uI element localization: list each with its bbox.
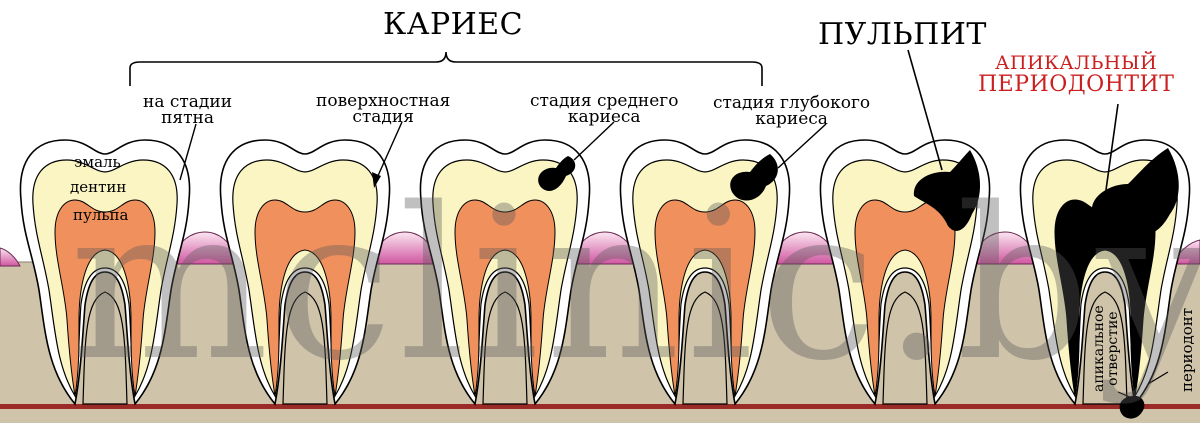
stage-label-superficial: поверхностная стадия bbox=[316, 91, 451, 127]
leader-stage-1 bbox=[179, 123, 197, 181]
root-bone bbox=[682, 291, 728, 405]
pulpitis-title: ПУЛЬПИТ bbox=[818, 17, 987, 52]
decay-deep bbox=[730, 154, 778, 201]
pulp-layer bbox=[654, 199, 756, 397]
stage-label-superficial-line-1: поверхностная bbox=[316, 91, 451, 111]
stage-label-spot: на стадии пятна bbox=[143, 92, 233, 128]
leader-periodontium bbox=[1147, 371, 1169, 385]
root-bone bbox=[482, 291, 528, 405]
gum-left-edge bbox=[0, 247, 21, 267]
leader-stage-3 bbox=[573, 121, 615, 161]
dentin-label: дентин bbox=[70, 178, 127, 196]
base-line bbox=[0, 404, 1200, 409]
decay-periodontitis bbox=[1091, 148, 1179, 235]
root-bone bbox=[82, 291, 128, 405]
root-bone bbox=[282, 291, 328, 405]
pulp-layer bbox=[54, 199, 156, 397]
jaw-bone bbox=[0, 262, 1200, 423]
tooth-medium bbox=[419, 139, 591, 406]
root-bone bbox=[1082, 291, 1128, 405]
stage-label-deep-line-2: кариеса bbox=[755, 109, 828, 129]
apical-opening-label-line-1: апикальное bbox=[1091, 305, 1107, 392]
stage-label-medium-line-1: стадия среднего bbox=[530, 91, 679, 111]
stage-label-spot-line-1: на стадии bbox=[143, 92, 233, 112]
decay-pulpitis bbox=[913, 150, 981, 231]
pulp-label: пульпа bbox=[73, 206, 129, 224]
caries-bracket bbox=[129, 51, 763, 86]
watermark-text: mclinic.by bbox=[70, 162, 1200, 407]
caries-title: КАРИЕС bbox=[383, 7, 524, 42]
teeth-row bbox=[19, 139, 1191, 419]
leader-periodontitis bbox=[1105, 103, 1119, 191]
leader-stage-4 bbox=[777, 123, 827, 169]
pulp-layer bbox=[854, 199, 956, 397]
apical-opening-label: апикальное отверстие bbox=[1091, 305, 1121, 392]
tooth-superficial bbox=[219, 139, 391, 406]
tooth-deep bbox=[619, 139, 791, 406]
stage-label-deep: стадия глубокого кариеса bbox=[713, 93, 871, 129]
root-bone bbox=[882, 291, 928, 405]
pulp-layer bbox=[254, 199, 356, 397]
periodontitis-title: АПИКАЛЬНЫЙ ПЕРИОДОНТИТ bbox=[978, 52, 1174, 96]
periodontitis-title-line-2: ПЕРИОДОНТИТ bbox=[978, 72, 1175, 97]
stage-label-deep-line-1: стадия глубокого bbox=[713, 93, 871, 113]
leader-pulpitis bbox=[907, 49, 943, 171]
stage-label-spot-line-2: пятна bbox=[161, 108, 214, 128]
apical-opening-label-line-2: отверстие bbox=[1105, 311, 1121, 386]
decay-superficial bbox=[372, 172, 381, 188]
enamel-label: эмаль bbox=[74, 153, 121, 171]
stage-label-medium: стадия среднего кариеса bbox=[530, 91, 679, 127]
stage-label-superficial-line-2: стадия bbox=[352, 107, 414, 127]
tooth-spot bbox=[19, 139, 191, 406]
decay-medium bbox=[538, 156, 576, 191]
leader-apical-opening bbox=[1117, 391, 1133, 399]
apical-lesion bbox=[1119, 395, 1145, 419]
stage-label-medium-line-2: кариеса bbox=[567, 107, 641, 127]
pulp-layer bbox=[454, 199, 556, 397]
leader-stage-2 bbox=[376, 121, 403, 179]
periodontium-label: периодонт bbox=[1178, 307, 1196, 392]
periodontitis-title-line-1: АПИКАЛЬНЫЙ bbox=[995, 52, 1158, 74]
